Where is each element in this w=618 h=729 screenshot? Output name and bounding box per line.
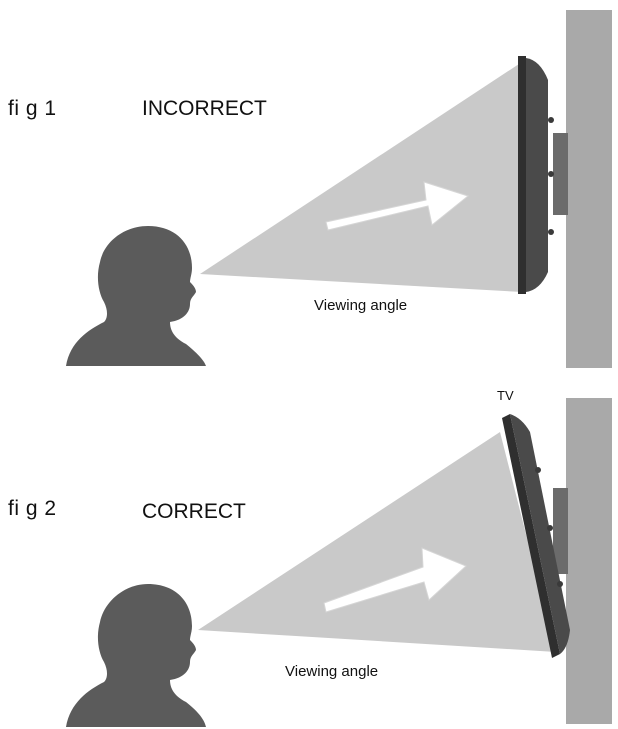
figure-1-status: INCORRECT [142, 97, 267, 120]
viewing-cone-1 [200, 62, 522, 292]
viewing-cone-2 [198, 432, 556, 652]
tv-label: TV [497, 388, 514, 403]
figure-1-caption: Viewing angle [314, 297, 408, 314]
wall-1 [566, 10, 612, 368]
tv-icon [518, 56, 554, 294]
tv-icon [502, 414, 570, 658]
figure-1-label: fi g 1 [8, 97, 57, 120]
person-head-icon [66, 584, 206, 727]
figure-1 [66, 10, 612, 368]
figure-2-status: CORRECT [142, 500, 246, 523]
figure-2-label: fi g 2 [8, 497, 57, 520]
figure-2 [66, 398, 612, 727]
direction-arrow-icon [325, 181, 470, 231]
person-head-icon [66, 226, 206, 366]
direction-arrow-icon [323, 547, 467, 613]
wall-2 [566, 398, 612, 724]
figure-2-caption: Viewing angle [285, 663, 379, 680]
wall-mount-icon [553, 133, 568, 215]
wall-mount-icon [553, 488, 568, 574]
